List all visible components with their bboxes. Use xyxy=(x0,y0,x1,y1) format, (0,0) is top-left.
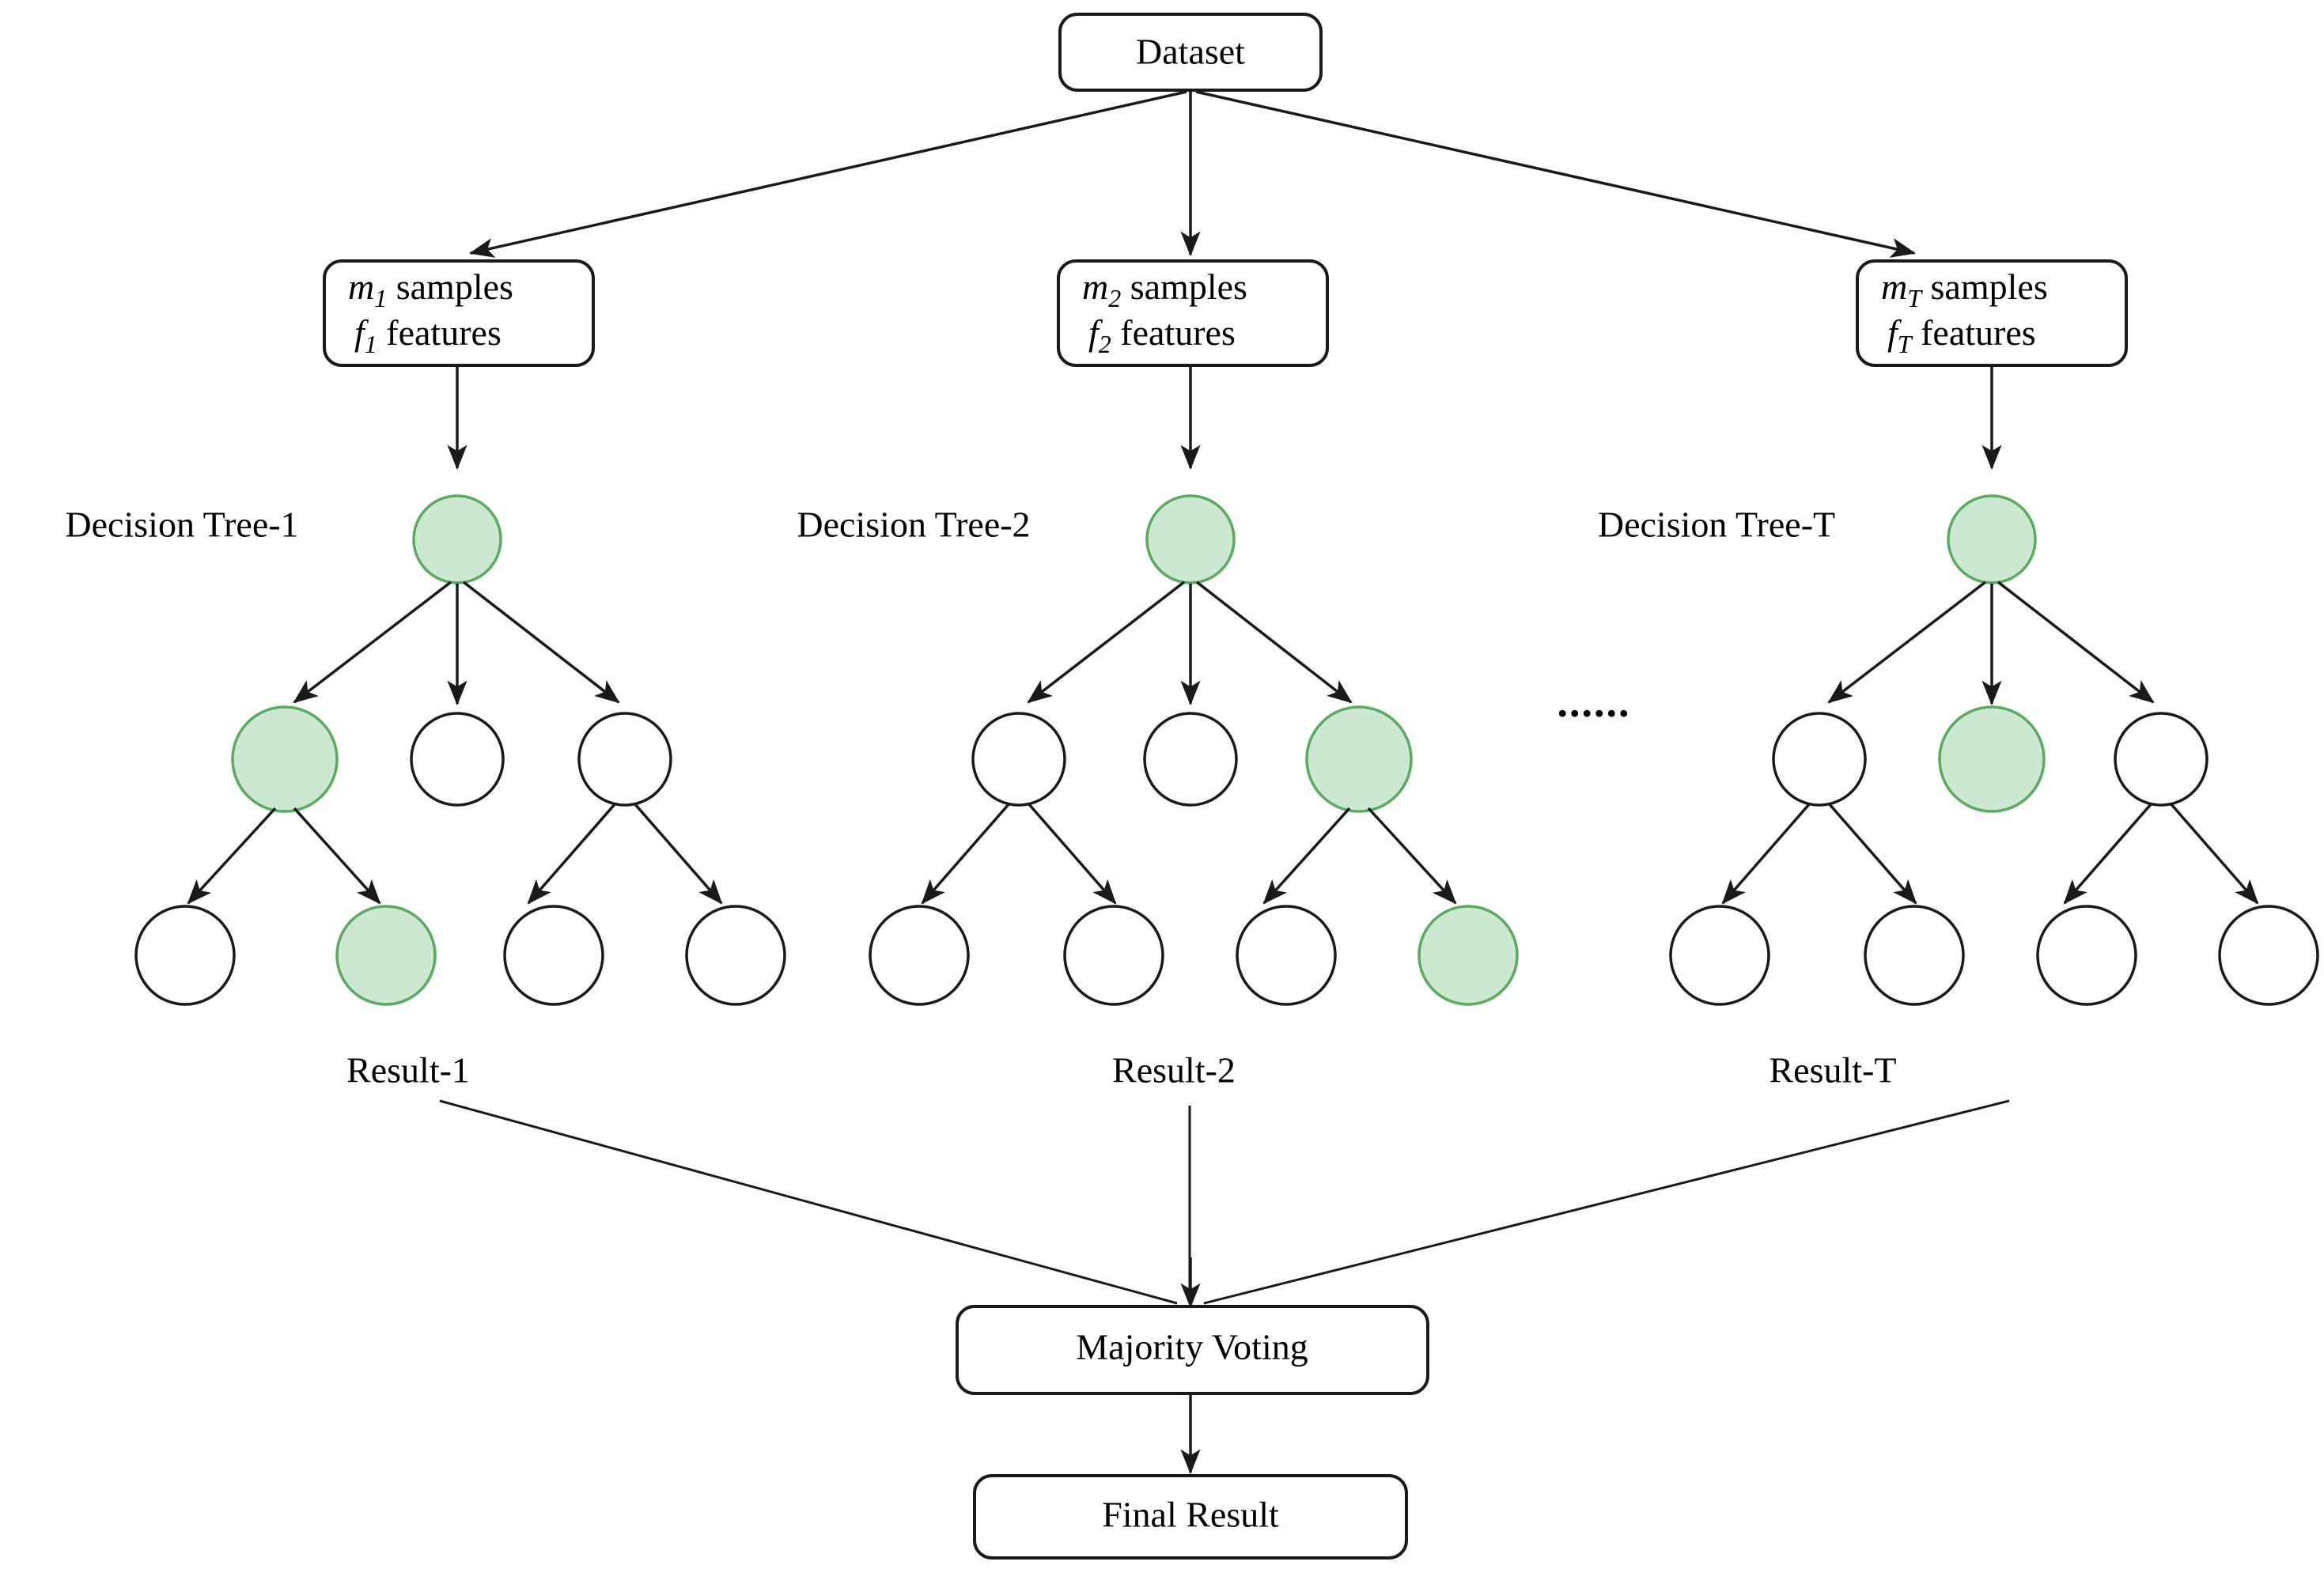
branch-2-root-node[interactable] xyxy=(1145,494,1236,584)
branch-T-samples-var: m xyxy=(1881,267,1907,307)
branch-1-box-shape xyxy=(323,259,595,367)
branch-1-root-node[interactable] xyxy=(412,494,502,584)
branch-1-samples-sub: 1 xyxy=(374,284,387,312)
branch-2-level2-node-2[interactable] xyxy=(1305,705,1413,813)
branch-2-samples-line: m2 samples xyxy=(1082,267,1247,312)
majority-voting-node[interactable]: Majority Voting xyxy=(956,1305,1429,1395)
branch-2-samples-sub: 2 xyxy=(1108,284,1121,312)
edge-branch-1-l2a-to-leaf0 xyxy=(187,807,277,905)
branch-T-tree-label: Decision Tree-T xyxy=(1598,505,1835,545)
branch-1-tree-label: Decision Tree-1 xyxy=(65,505,298,545)
dataset-node[interactable]: Dataset xyxy=(1058,13,1323,92)
edge-branch-1-root-to-l2a xyxy=(293,580,452,704)
branch-2-features-sub: 2 xyxy=(1099,330,1111,358)
branch-T-leaf-node-3[interactable] xyxy=(2218,905,2319,1006)
branch-1-level2-node-0[interactable] xyxy=(231,705,339,813)
dataset-box-shape xyxy=(1058,13,1323,92)
edge-branch-1-result-to-voting xyxy=(439,1099,1178,1305)
branch-2-result-label: Result-2 xyxy=(1112,1050,1236,1091)
majority-voting-label: Majority Voting xyxy=(1076,1327,1308,1367)
branch-T-level2-node-1[interactable] xyxy=(1938,705,2046,813)
edge-branch-T-l2c-to-leaf3 xyxy=(2169,802,2259,905)
edge-branch-1-l2c-to-leaf2 xyxy=(527,802,617,905)
edge-branch-1-root-to-l2c xyxy=(462,580,620,704)
branch-2-features-text: features xyxy=(1111,312,1236,353)
final-result-node[interactable]: Final Result xyxy=(973,1474,1408,1560)
edge-branch-2-l2c-to-leaf2 xyxy=(1262,807,1351,905)
branch-1-sample-box[interactable]: m1 samples f1 features xyxy=(323,259,595,367)
edge-branch-1-l2c-to-leaf3 xyxy=(633,802,723,905)
branch-1-level2-node-2[interactable] xyxy=(577,712,672,807)
branch-T-level2-node-0[interactable] xyxy=(1772,712,1867,807)
branch-T-samples-line: mT samples xyxy=(1881,267,2048,312)
edge-dataset-to-branch-T xyxy=(1195,90,1917,258)
edge-branch-T-root-to-l2c xyxy=(1997,580,2155,704)
branch-T-group: mT samples fT features Decision Tree-T xyxy=(1203,259,2319,1305)
branch-2-leaf-node-0[interactable] xyxy=(869,905,970,1006)
edge-branch-2-root-to-l2c xyxy=(1195,580,1353,704)
branch-1-features-line: f1 features xyxy=(354,312,502,358)
edge-branch-1-l2a-to-leaf1 xyxy=(293,807,381,905)
branch-2-leaf-node-3[interactable] xyxy=(1417,905,1519,1006)
branch-T-features-text: features xyxy=(1912,312,2036,353)
branch-2-samples-var: m xyxy=(1082,267,1108,307)
branch-2-leaf-node-2[interactable] xyxy=(1236,905,1337,1006)
edge-dataset-to-branch-1 xyxy=(468,90,1187,258)
branch-T-level2-node-2[interactable] xyxy=(2114,712,2209,807)
branch-2-box-shape xyxy=(1057,259,1329,367)
branch-1-leaf-node-0[interactable] xyxy=(134,905,236,1006)
branch-1-features-text: features xyxy=(377,312,502,353)
branch-T-root-node[interactable] xyxy=(1947,494,2037,584)
branch-1-leaf-node-3[interactable] xyxy=(685,905,786,1006)
branch-1-leaf-node-2[interactable] xyxy=(503,905,604,1006)
branch-1-samples-var: m xyxy=(348,267,374,307)
branch-1-group: m1 samples f1 features Decision Tree-1 xyxy=(65,259,1178,1305)
branch-1-features-sub: 1 xyxy=(365,330,377,358)
branch-1-samples-text: samples xyxy=(387,267,513,307)
branch-T-features-sub: T xyxy=(1898,330,1913,358)
branch-2-samples-text: samples xyxy=(1121,267,1247,307)
branch-1-level2-node-1[interactable] xyxy=(410,712,505,807)
edge-branch-T-result-to-voting xyxy=(1203,1099,2010,1305)
branch-T-features-line: fT features xyxy=(1887,312,2036,358)
final-result-label: Final Result xyxy=(1102,1495,1279,1535)
branch-T-result-label: Result-T xyxy=(1769,1050,1897,1091)
branch-1-samples-line: m1 samples xyxy=(348,267,513,312)
edge-branch-T-root-to-l2a xyxy=(1827,580,1987,704)
branch-1-leaf-node-1[interactable] xyxy=(335,905,437,1006)
branch-T-sample-box[interactable]: mT samples fT features xyxy=(1856,259,2128,367)
branch-2-features-line: f2 features xyxy=(1088,312,1236,358)
dataset-label: Dataset xyxy=(1136,32,1245,72)
edge-branch-T-l2c-to-leaf2 xyxy=(2063,802,2153,905)
ellipsis-label: ...... xyxy=(1558,678,1631,725)
branch-T-samples-text: samples xyxy=(1921,267,2048,307)
edge-branch-2-l2c-to-leaf3 xyxy=(1367,807,1457,905)
branch-T-samples-sub: T xyxy=(1907,284,1923,312)
branch-T-leaf-node-2[interactable] xyxy=(2036,905,2137,1006)
branch-T-leaf-node-1[interactable] xyxy=(1864,905,1965,1006)
branch-2-tree-label: Decision Tree-2 xyxy=(797,505,1030,545)
edge-branch-2-root-to-l2a xyxy=(1027,580,1186,704)
final-result-box-shape xyxy=(973,1474,1408,1560)
branch-T-leaf-node-0[interactable] xyxy=(1669,905,1770,1006)
edge-branch-2-l2a-to-leaf1 xyxy=(1027,802,1117,905)
edge-branch-2-l2a-to-leaf0 xyxy=(921,802,1011,905)
branch-1-result-label: Result-1 xyxy=(346,1050,470,1091)
dataset-fanout-edges xyxy=(468,90,1917,258)
edge-branch-T-l2a-to-leaf1 xyxy=(1827,802,1917,905)
branch-2-level2-node-0[interactable] xyxy=(971,712,1066,807)
branch-2-sample-box[interactable]: m2 samples f2 features xyxy=(1057,259,1329,367)
branch-2-level2-node-1[interactable] xyxy=(1143,712,1238,807)
branch-2-group: m2 samples f2 features Decision Tree-2 xyxy=(797,259,1519,1303)
edge-branch-T-l2a-to-leaf0 xyxy=(1721,802,1811,905)
branch-T-box-shape xyxy=(1856,259,2128,367)
branch-2-leaf-node-1[interactable] xyxy=(1063,905,1164,1006)
